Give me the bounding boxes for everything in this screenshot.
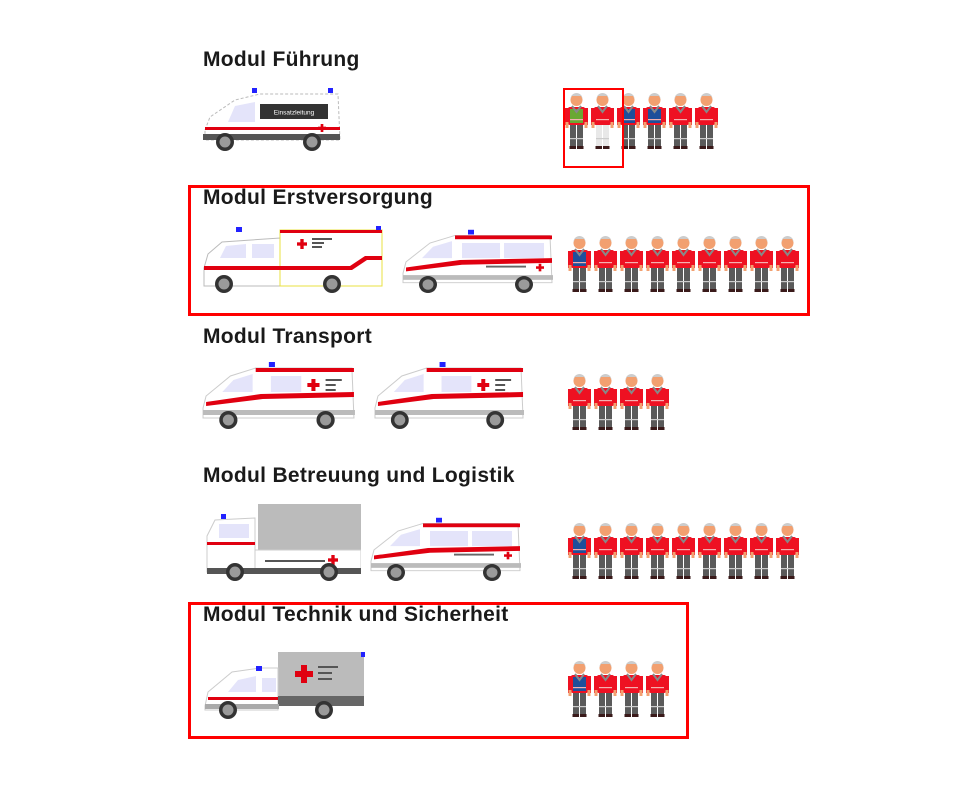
person-icon-red — [594, 235, 617, 293]
vehicle-van — [368, 514, 524, 582]
person-icon-red — [724, 235, 747, 293]
person-icon-blue — [617, 92, 640, 150]
vehicle-van-cross — [200, 358, 358, 430]
module-title: Modul Betreuung und Logistik — [203, 464, 515, 487]
person-icon-red — [750, 235, 773, 293]
personnel-group — [568, 373, 669, 431]
vehicle-label: Einsatzleitung — [274, 110, 315, 117]
person-icon-blue — [568, 660, 591, 718]
vehicle-van-cross — [372, 358, 527, 430]
vehicle-gray-box-truck — [200, 648, 366, 720]
person-icon-blue — [643, 92, 666, 150]
person-icon-red — [750, 522, 773, 580]
person-icon-red — [568, 373, 591, 431]
person-icon-red — [594, 373, 617, 431]
personnel-group — [568, 522, 799, 580]
person-icon-red — [646, 522, 669, 580]
vehicle-command-van: Einsatzleitung — [200, 82, 345, 154]
person-icon-red — [669, 92, 692, 150]
person-icon-red — [594, 522, 617, 580]
module-highlight-box — [188, 185, 810, 316]
person-icon-red — [695, 92, 718, 150]
person-icon-red — [646, 660, 669, 718]
person-icon-red — [620, 522, 643, 580]
personnel-group — [565, 92, 718, 150]
module-title: Modul Führung — [203, 48, 360, 71]
module-title: Modul Transport — [203, 325, 372, 348]
person-icon-blue — [568, 522, 591, 580]
vehicle-truck — [203, 502, 362, 582]
vehicle-van — [400, 226, 556, 294]
person-icon-red — [620, 235, 643, 293]
person-icon-red — [672, 235, 695, 293]
personnel-group — [568, 235, 799, 293]
person-icon-red — [646, 235, 669, 293]
module-highlight-box — [188, 602, 689, 739]
person-icon-red — [646, 373, 669, 431]
module-title: Modul Technik und Sicherheit — [203, 603, 509, 626]
person-icon-red — [620, 373, 643, 431]
person-icon-red-white — [591, 92, 614, 150]
person-icon-red — [724, 522, 747, 580]
vehicle-box-ambulance — [200, 224, 392, 294]
person-icon-red — [698, 235, 721, 293]
person-icon-blue — [568, 235, 591, 293]
person-icon-red — [672, 522, 695, 580]
personnel-group — [568, 660, 669, 718]
module-title: Modul Erstversorgung — [203, 186, 434, 209]
person-icon-green — [565, 92, 588, 150]
personnel-highlight-box — [563, 88, 624, 168]
person-icon-red — [776, 235, 799, 293]
person-icon-red — [776, 522, 799, 580]
person-icon-red — [594, 660, 617, 718]
person-icon-red — [698, 522, 721, 580]
person-icon-red — [620, 660, 643, 718]
